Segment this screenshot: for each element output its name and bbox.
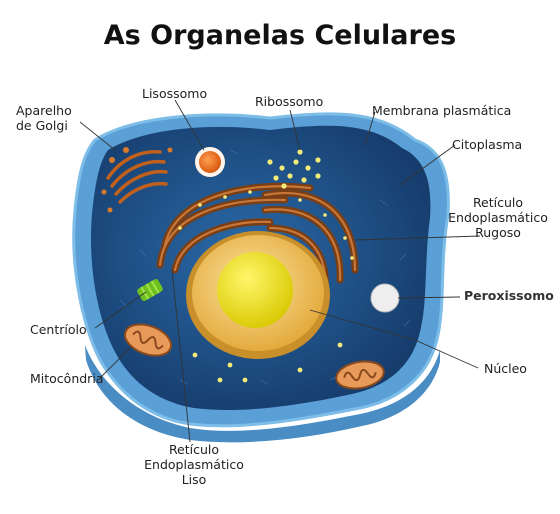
leader-mitochondria — [99, 347, 131, 379]
golgi-apparatus — [106, 150, 168, 204]
leader-nucleus-2 — [309, 309, 416, 341]
nucleolus — [217, 252, 293, 328]
centriole — [137, 279, 163, 301]
leader-rough-er — [354, 235, 481, 241]
leader-golgi — [79, 121, 116, 151]
ribosome-cluster — [192, 149, 343, 383]
label-peroxisome: Peroxissomo — [464, 288, 554, 303]
label-nucleus: Núcleo — [484, 361, 527, 376]
leader-membrane — [364, 111, 376, 146]
leader-ribosome — [289, 109, 301, 151]
leader-peroxisome — [397, 296, 461, 299]
label-ribosome: Ribossomo — [255, 94, 324, 109]
label-cytoplasm: Citoplasma — [452, 137, 523, 152]
label-centriole: Centríolo — [30, 322, 87, 337]
leader-smooth-er — [171, 269, 191, 443]
leader-lysosome — [174, 99, 205, 151]
leader-centriole — [94, 291, 147, 329]
label-mitochondria: Mitocôndria — [30, 371, 104, 386]
mitochondrion — [123, 323, 173, 357]
label-membrane: Membrana plasmática — [372, 103, 512, 118]
mitochondrion — [335, 360, 385, 390]
leader-cytoplasm — [399, 144, 456, 186]
leader-nucleus — [414, 339, 479, 369]
peroxisome — [370, 283, 400, 313]
label-lysosome: Lisossomo — [142, 86, 208, 101]
diagram-title: As Organelas Celulares — [103, 20, 457, 51]
